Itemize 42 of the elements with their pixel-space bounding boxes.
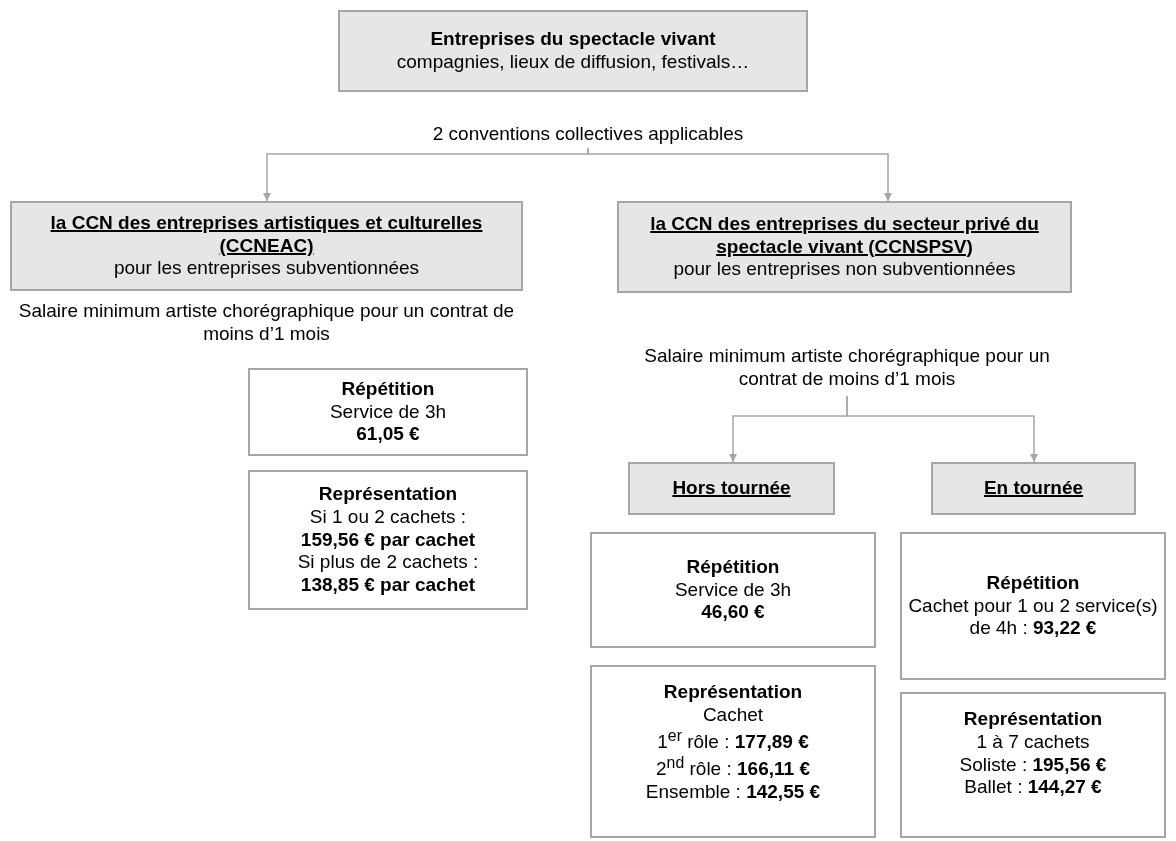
convention-box xyxy=(10,201,523,291)
category-box xyxy=(628,462,835,515)
box-text: Soliste : 195,56 € xyxy=(959,753,1107,777)
box-text: 1$^{er}$ rôle : 177,89 € xyxy=(657,726,809,754)
box-text: compagnies, lieux de diffusion, festivals… xyxy=(396,51,750,74)
box-heading: Entreprises du spectacle vivant xyxy=(430,28,716,51)
rate-box xyxy=(248,470,528,610)
box-heading: Représentation xyxy=(318,483,458,506)
box-heading: Hors tournée xyxy=(672,477,791,500)
box-heading: Représentation xyxy=(963,708,1103,731)
arrow xyxy=(587,147,892,202)
category-box xyxy=(931,462,1136,515)
rate-box xyxy=(248,368,528,456)
box-heading: En tournée xyxy=(983,477,1084,500)
box-heading: Représentation xyxy=(663,681,803,704)
box-text: 2$^{nd}$ rôle : 166,11 € xyxy=(656,753,810,781)
flow-label: 2 conventions collectives applicables xyxy=(432,122,744,146)
box-text: pour les entreprises non subventionnées xyxy=(673,258,1016,282)
rate-box xyxy=(900,692,1166,838)
box-heading: Répétition xyxy=(686,555,780,579)
box-text: Si 1 ou 2 cachets : 159,56 € par cachet xyxy=(300,505,476,552)
box-text: Si plus de 2 cachets : 138,85 € par cachet xyxy=(297,551,479,597)
rate-box xyxy=(590,532,876,648)
header-box xyxy=(338,10,808,92)
box-text: Ensemble : 142,55 € xyxy=(645,780,821,804)
box-heading: la CCN des entreprises artistiques et culturelles (CCNEAC) xyxy=(49,211,484,258)
box-text: 1 à 7 cachets xyxy=(976,730,1090,754)
box-text: Ballet : 144,27 € xyxy=(964,776,1102,800)
rate-box xyxy=(900,532,1166,680)
arrow xyxy=(846,395,1038,463)
note-text: Salaire minimum artiste chorégraphique pour un contrat de moins d’1 mois xyxy=(17,300,516,346)
box-heading: Répétition xyxy=(986,571,1080,595)
flow-label: Salaire minimum artiste chorégraphique pour un contrat de moins d’1 mois xyxy=(643,345,1051,391)
box-text: Service de 3h 61,05 € xyxy=(329,400,447,447)
box-heading: Répétition xyxy=(341,377,435,401)
box-text: Service de 3h 46,60 € xyxy=(674,578,792,625)
box-text: pour les entreprises subventionnées xyxy=(113,257,420,281)
box-text: Cachet xyxy=(702,703,764,727)
box-text: Cachet pour 1 ou 2 service(s) de 4h : 93,22 € xyxy=(907,594,1159,641)
box-heading: la CCN des entreprises du secteur privé du spectacle vivant (CCNSPSV) xyxy=(649,212,1040,259)
convention-box xyxy=(617,201,1072,293)
rate-box xyxy=(590,665,876,838)
